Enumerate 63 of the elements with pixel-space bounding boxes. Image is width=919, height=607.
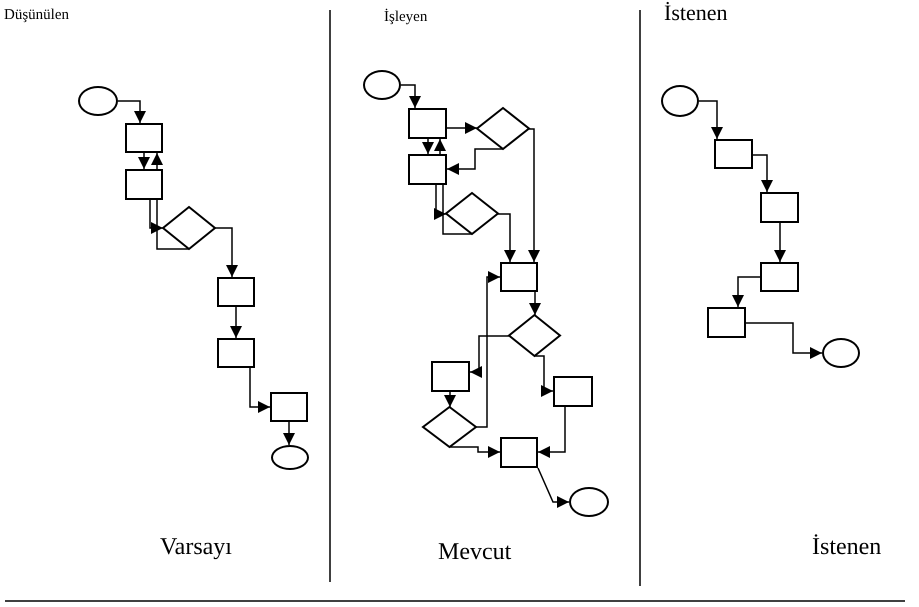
arrow: [447, 122, 477, 134]
arrow: [535, 355, 553, 397]
column-heading: Düşünülen: [4, 8, 69, 23]
process-box: [125, 123, 163, 153]
column-caption: Mevcut: [438, 540, 512, 564]
arrow: [434, 185, 446, 220]
terminal-oval: [271, 445, 309, 470]
decision-diamond: [423, 407, 476, 447]
column-heading: İşleyen: [384, 10, 428, 25]
terminal-oval: [822, 338, 860, 368]
process-box: [500, 437, 538, 468]
terminal-oval: [569, 487, 609, 517]
process-box: [270, 392, 308, 422]
process-box: [408, 154, 447, 185]
arrow: [732, 276, 760, 307]
arrow: [151, 153, 163, 169]
process-box: [714, 139, 753, 169]
process-box: [431, 361, 470, 392]
process-box: [125, 169, 163, 200]
process-box: [408, 108, 447, 139]
connector-line: [156, 200, 189, 250]
arrow: [537, 468, 569, 508]
decision-diamond: [446, 193, 498, 234]
decision-diamond: [163, 207, 215, 249]
arrow: [753, 154, 773, 192]
process-box: [707, 307, 746, 338]
arrow: [470, 335, 509, 378]
arrow: [529, 292, 541, 315]
process-box: [217, 277, 255, 307]
process-box: [500, 262, 538, 292]
decision-diamond: [477, 108, 529, 149]
column-heading: İstenen: [664, 2, 728, 24]
arrow: [422, 139, 434, 154]
arrow: [476, 271, 500, 428]
arrow: [215, 227, 238, 277]
terminal-oval: [78, 86, 118, 116]
arrow: [699, 100, 723, 139]
connector-line: [442, 185, 472, 235]
arrow: [149, 200, 163, 234]
terminal-oval: [661, 85, 699, 117]
arrow: [746, 322, 822, 359]
process-box: [217, 338, 255, 368]
arrow: [498, 213, 516, 262]
arrow: [249, 368, 270, 413]
arrow: [230, 307, 242, 338]
arrow: [138, 153, 150, 169]
arrow: [774, 223, 786, 262]
arrow: [528, 128, 540, 262]
terminal-oval: [363, 70, 401, 100]
column-caption: Varsayı: [160, 535, 232, 559]
arrow: [434, 139, 446, 154]
process-box: [760, 262, 799, 292]
process-box: [553, 376, 593, 407]
process-box: [760, 192, 799, 223]
arrow: [447, 148, 503, 175]
arrow: [450, 446, 500, 458]
column-caption: İstenen: [812, 535, 882, 559]
arrow: [401, 84, 421, 108]
arrow: [118, 100, 146, 123]
decision-diamond: [509, 315, 560, 356]
arrow: [444, 392, 456, 407]
arrow: [283, 422, 295, 445]
arrow: [538, 407, 566, 458]
